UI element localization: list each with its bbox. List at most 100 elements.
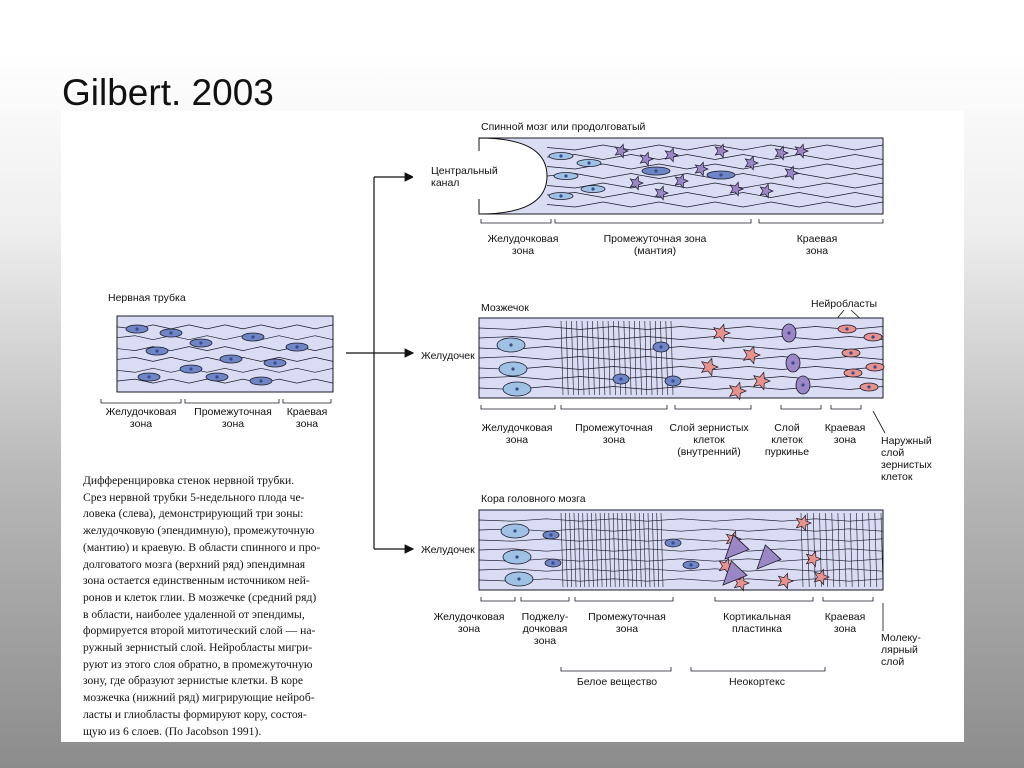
label-line: Промежуточная [588,611,666,623]
radial-fiber [639,320,642,396]
cell-nucleus [591,187,595,191]
label-line: зона [834,434,856,446]
radial-fiber [565,512,568,588]
cortex-fibers [478,512,884,588]
cell-nucleus [215,375,219,379]
neural-tube-title: Нервная трубка [108,292,186,304]
zone-brace [822,597,874,602]
mantle-neuron [639,151,654,167]
radial-fiber [582,512,585,588]
cerebellum-tissue [478,317,884,399]
mantle-neuron [759,183,774,199]
mantle-neuron [744,155,759,171]
label-line: Слой зернистых [669,422,749,434]
cell-nucleus [619,377,623,381]
radial-fiber [837,512,841,588]
pyramidal-neuron [724,534,750,560]
neural-tube-section: Нервная трубка Желудочковая зона Промежут… [100,292,334,430]
cerebellum-cells [496,323,885,401]
radial-fiber [571,320,574,396]
cell-nucleus [515,387,519,391]
slide-title: Gilbert. 2003 [62,72,274,113]
radial-fiber [647,512,651,588]
zone-brace [480,597,516,602]
radial-fiber [634,320,637,396]
cell-nucleus [559,194,563,198]
label-line: клеток [693,434,725,446]
zone-brace [758,219,884,224]
cell-nucleus [135,327,139,331]
radial-fiber [608,512,612,588]
caption-line: мозжечка (нижний ряд) мигрирующие нейроб… [83,691,315,705]
label-line: зона [534,635,556,647]
fiber-line [116,335,334,341]
radial-fiber [831,512,835,588]
label-line: Наружный [881,435,932,447]
label-line: Поджелу- [522,611,569,623]
label-line: зона [616,623,638,635]
cell-nucleus [155,349,159,353]
neuroblasts-label: Нейробласты [811,298,877,310]
label-line: Промежуточная [575,422,653,434]
cell-nucleus [849,351,853,355]
neural-tube-zone-braces [100,399,332,404]
radial-fiber [655,320,658,396]
radial-fiber [612,512,616,588]
label-line: Желудочковая [106,406,177,418]
cell-nucleus [787,331,791,335]
cerebellum-ventricle-label: Желудочек [421,350,475,362]
radial-fiber [595,512,599,588]
label-line: слой [881,447,904,459]
spinal-fibers [546,144,884,208]
label-line: зона [512,245,534,257]
label-line: Желудочковая [434,611,505,623]
spinal-title: Спинной мозг или продолговатый [481,121,645,133]
radial-fiber [843,512,847,588]
fiber-line [478,326,884,330]
mantle-neuron [694,161,709,177]
radial-fiber [806,512,810,588]
neural-tube-cells [125,324,309,386]
radial-fiber [652,512,655,588]
zone-brace [830,405,862,410]
fiber-line [478,346,884,350]
radial-fiber [868,512,871,588]
caption-line: ласты и глиобласты формируют кору, состо… [83,707,307,721]
fiber-line [546,182,884,189]
fiber-line [546,163,884,170]
radial-fiber [576,320,579,396]
fiber-line [116,378,334,384]
caption-line: руют из этого слоя обратно, в промежуточ… [83,657,313,671]
label-line: зернистых [881,459,933,471]
label-line: зона [296,418,318,430]
label-line: слой [881,656,904,668]
cell-nucleus [147,375,151,379]
zone-brace [184,399,280,404]
caption-line: (мантию) и краевую. В области спинного и… [83,540,321,554]
cell-nucleus [251,335,255,339]
cell-nucleus [229,357,233,361]
pyramidal-neuron [756,544,782,570]
label-line: Краевая [825,611,866,623]
label-line: зона [222,418,244,430]
radial-fiber [630,512,633,588]
label-line: клеток [881,471,913,483]
caption-line: желудочковую (эпендимную), промежуточную [83,524,315,538]
mantle-neuron [664,147,679,163]
granule-cell [700,357,719,377]
radial-fiber [874,512,878,588]
radial-fiber [607,320,611,396]
radial-fiber [569,512,572,588]
label-line: Промежуточная зона [604,233,707,245]
cerebellum-zone-braces [480,405,862,410]
fiber-line [478,568,884,572]
cell-nucleus [564,174,568,178]
